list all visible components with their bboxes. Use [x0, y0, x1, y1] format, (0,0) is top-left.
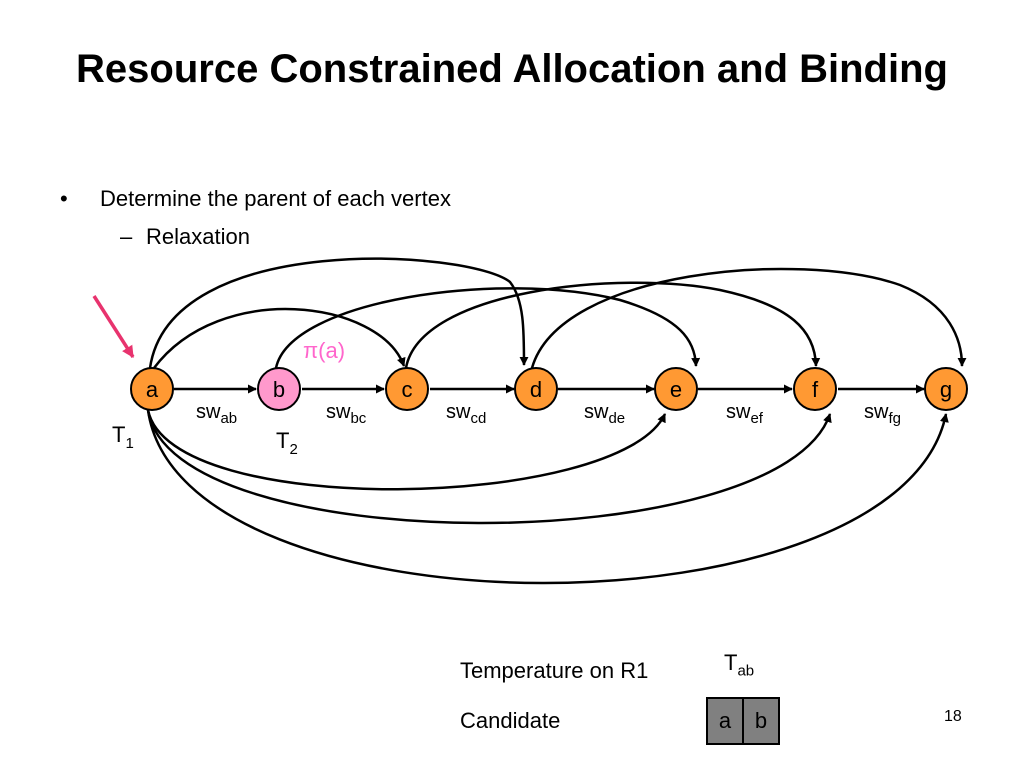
edge-a-g — [146, 409, 949, 585]
candidate-cell: a — [718, 708, 732, 733]
edge-label-cd: swcd — [446, 401, 486, 427]
lower-edges — [146, 409, 949, 585]
node-e — [654, 367, 698, 411]
edge-label-ef: swef — [726, 401, 764, 427]
pointer-arrow — [92, 295, 135, 359]
bullet-text: Determine the parent of each vertex — [100, 186, 451, 211]
parent-label: π(a) — [303, 338, 345, 363]
t1-label: T1 — [112, 422, 134, 452]
node-f — [793, 367, 837, 411]
edge-label-bc: swbc — [326, 401, 367, 427]
edge-a-e — [146, 409, 667, 491]
node-b — [257, 367, 301, 411]
node-d — [514, 367, 558, 411]
node-label-b: b — [273, 377, 285, 402]
slide-title: Resource Constrained Allocation and Bind… — [76, 47, 948, 91]
edge-a-c — [153, 307, 406, 369]
node-label-g: g — [940, 377, 952, 402]
sub-bullet-text: Relaxation — [146, 224, 250, 249]
edge-label-de: swde — [584, 401, 625, 427]
node-label-e: e — [670, 377, 682, 402]
node-a — [130, 367, 174, 411]
node-label-f: f — [812, 377, 819, 402]
upper-edges — [148, 257, 967, 369]
node-label-a: a — [146, 377, 159, 402]
candidate-cell: b — [742, 699, 778, 743]
graph-nodes: a b c d e f g — [130, 367, 968, 411]
bullet-item: • Determine the parent of each vertex — [60, 186, 451, 212]
node-label-c: c — [402, 377, 413, 402]
candidate-label: Candidate — [460, 708, 561, 733]
tab-label: Tab — [724, 650, 755, 680]
candidate-box: a b — [706, 697, 780, 745]
edge-weight-labels: swab swbc swcd swde swef swfg — [196, 401, 901, 427]
bullet-symbol: • — [60, 186, 68, 211]
sub-bullet-item: –Relaxation — [120, 224, 250, 250]
edge-c-f — [404, 281, 821, 369]
edge-label-ab: swab — [196, 401, 237, 427]
edge-a-d — [148, 257, 529, 369]
node-label-d: d — [530, 377, 542, 402]
edge-label-fg: swfg — [864, 401, 901, 427]
temperature-label: Temperature on R1 — [460, 658, 649, 683]
sub-bullet-symbol: – — [120, 224, 133, 249]
node-g — [924, 367, 968, 411]
edge-d-g — [530, 267, 967, 369]
page-number: 18 — [944, 708, 962, 725]
node-c — [385, 367, 429, 411]
edge-a-f — [146, 409, 832, 525]
t2-label: T2 — [276, 428, 298, 458]
